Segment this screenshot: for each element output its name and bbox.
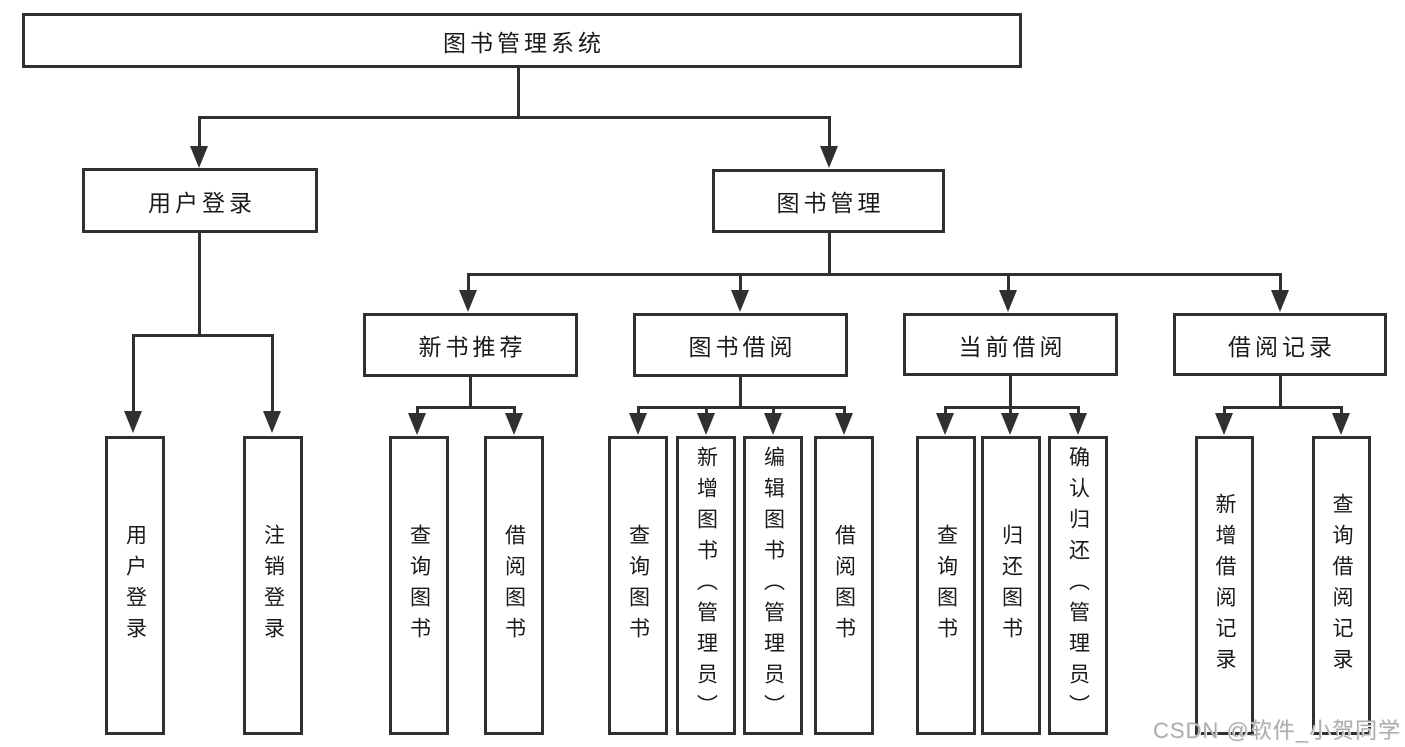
connector [198, 116, 831, 119]
connector [1279, 375, 1282, 408]
connector [517, 67, 520, 118]
node-label: 新书推荐 [418, 334, 527, 360]
arrow-down-icon [1069, 413, 1087, 435]
connector [944, 406, 1080, 409]
connector [772, 406, 775, 416]
connector [198, 232, 201, 337]
leaf-query-books: 查询图书 [608, 436, 668, 735]
node-label: 注销登录 [261, 523, 285, 648]
leaf-add-borrow-record: 新增借阅记录 [1195, 436, 1254, 735]
connector [1223, 406, 1343, 409]
node-label: 图书借阅 [688, 334, 797, 360]
leaf-edit-books-admin: 编辑图书（管理员） [743, 436, 803, 735]
leaf-return-books: 归还图书 [981, 436, 1041, 735]
node-label: 查询图书 [407, 523, 431, 648]
arrow-down-icon [459, 290, 477, 312]
node-book-management: 图书管理 [712, 169, 945, 233]
connector [739, 273, 742, 293]
connector [467, 273, 470, 293]
node-label: 编辑图书（管理员） [761, 446, 785, 725]
connector [739, 376, 742, 408]
connector [132, 334, 274, 337]
node-label: 当前借阅 [958, 333, 1067, 360]
arrow-down-icon [124, 411, 142, 433]
connector [944, 406, 947, 416]
node-user-login: 用户登录 [82, 168, 318, 233]
node-label: 图书管理系统 [443, 29, 605, 56]
leaf-query-books-recommend: 查询图书 [389, 436, 449, 735]
arrow-down-icon [697, 413, 715, 435]
arrow-down-icon [936, 413, 954, 435]
connector [843, 406, 846, 416]
node-label: 查询图书 [626, 523, 650, 648]
arrow-down-icon [764, 413, 782, 435]
leaf-user-login: 用户登录 [105, 436, 165, 735]
csdn-watermark: CSDN @软件_小贺同学 [1152, 718, 1401, 743]
connector [132, 334, 135, 414]
node-label: 归还图书 [999, 523, 1023, 648]
connector [416, 406, 516, 409]
arrow-down-icon [408, 413, 426, 435]
connector [1223, 406, 1226, 416]
connector [513, 406, 516, 416]
connector [1007, 273, 1010, 293]
node-label: 新增图书（管理员） [694, 446, 718, 725]
leaf-query-borrow-record: 查询借阅记录 [1312, 436, 1371, 735]
connector [637, 406, 846, 409]
node-library-management-system: 图书管理系统 [22, 13, 1022, 68]
connector [198, 116, 201, 149]
connector [271, 334, 274, 414]
node-label: 用户登录 [123, 523, 147, 648]
node-label: 借阅图书 [832, 523, 856, 648]
connector [828, 116, 831, 149]
connector [1279, 273, 1282, 293]
arrow-down-icon [835, 413, 853, 435]
leaf-confirm-return-admin: 确认归还（管理员） [1048, 436, 1108, 735]
node-book-borrowing: 图书借阅 [633, 313, 848, 377]
leaf-logout: 注销登录 [243, 436, 303, 735]
leaf-query-books-current: 查询图书 [916, 436, 976, 735]
arrow-down-icon [820, 146, 838, 168]
node-label: 借阅记录 [1228, 333, 1336, 360]
connector [828, 231, 831, 275]
leaf-borrow-books: 借阅图书 [814, 436, 874, 735]
arrow-down-icon [1271, 290, 1289, 312]
arrow-down-icon [1001, 413, 1019, 435]
connector [705, 406, 708, 416]
connector [1340, 406, 1343, 416]
arrow-down-icon [999, 290, 1017, 312]
node-label: 查询图书 [934, 523, 958, 648]
connector [1077, 406, 1080, 416]
connector [637, 406, 640, 416]
node-new-book-recommend: 新书推荐 [363, 313, 578, 377]
node-borrow-records: 借阅记录 [1173, 313, 1387, 376]
connector [1009, 406, 1012, 416]
node-current-borrowing: 当前借阅 [903, 313, 1118, 376]
node-label: 图书管理 [776, 190, 885, 216]
arrow-down-icon [190, 146, 208, 168]
node-label: 用户登录 [148, 189, 256, 216]
node-label: 新增借阅记录 [1213, 492, 1236, 679]
node-label: 查询借阅记录 [1330, 492, 1353, 679]
leaf-borrow-books-recommend: 借阅图书 [484, 436, 544, 735]
connector [469, 376, 472, 408]
arrow-down-icon [629, 413, 647, 435]
arrow-down-icon [1215, 413, 1233, 435]
arrow-down-icon [263, 411, 281, 433]
node-label: 借阅图书 [502, 523, 526, 648]
arrow-down-icon [731, 290, 749, 312]
arrow-down-icon [505, 413, 523, 435]
connector [467, 273, 1282, 276]
leaf-add-books-admin: 新增图书（管理员） [676, 436, 736, 735]
connector [1009, 375, 1012, 408]
node-label: 确认归还（管理员） [1066, 446, 1090, 725]
connector [416, 406, 419, 416]
arrow-down-icon [1332, 413, 1350, 435]
